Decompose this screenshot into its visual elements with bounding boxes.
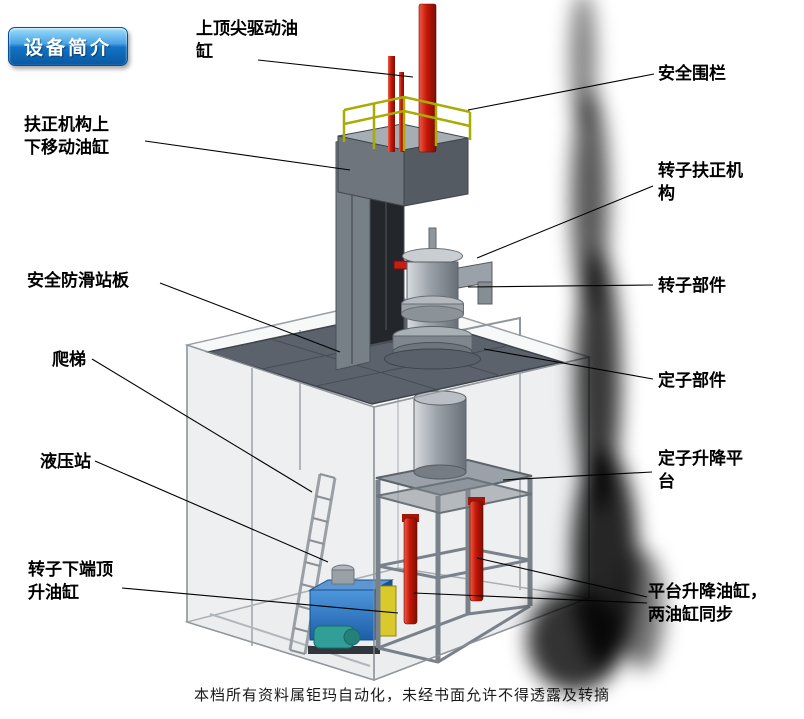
label-top-center-drive-cylinder: 上顶尖驱动油缸 [196,19,298,62]
safety-railing [342,95,472,151]
label-stator-component: 定子部件 [658,371,726,391]
footer-note: 本档所有资料属钜玛自动化，未经书面允许不得透露及转摘 [193,686,610,704]
hydraulic-station [308,564,397,654]
smoke-shadow [527,0,664,692]
label-rotor-bottom-jack-cylinder: 转子下端顶升油缸 [28,560,113,603]
label-centering-mechanism-lift-cylinder: 扶正机构上下移动油缸 [24,115,109,158]
label-ladder: 爬梯 [52,350,86,370]
label-hydraulic-station: 液压站 [40,452,91,472]
title-badge: 设备简介 [8,27,129,66]
label-platform-lift-cylinders: 平台升降油缸，两油缸同步 [648,582,767,625]
stator-assembly [413,390,467,480]
lift-cylinders [402,497,485,625]
label-safety-fence: 安全围栏 [658,64,726,84]
label-rotor-component: 转子部件 [658,276,726,296]
label-stator-lift-platform: 定子升降平台 [658,449,743,492]
label-rotor-centering-mechanism: 转子扶正机构 [658,161,743,204]
label-safety-antislip-platform: 安全防滑站板 [27,271,129,291]
leader-lines [91,59,655,614]
rotor-assembly [384,227,493,370]
title-badge-label: 设备简介 [24,37,113,59]
